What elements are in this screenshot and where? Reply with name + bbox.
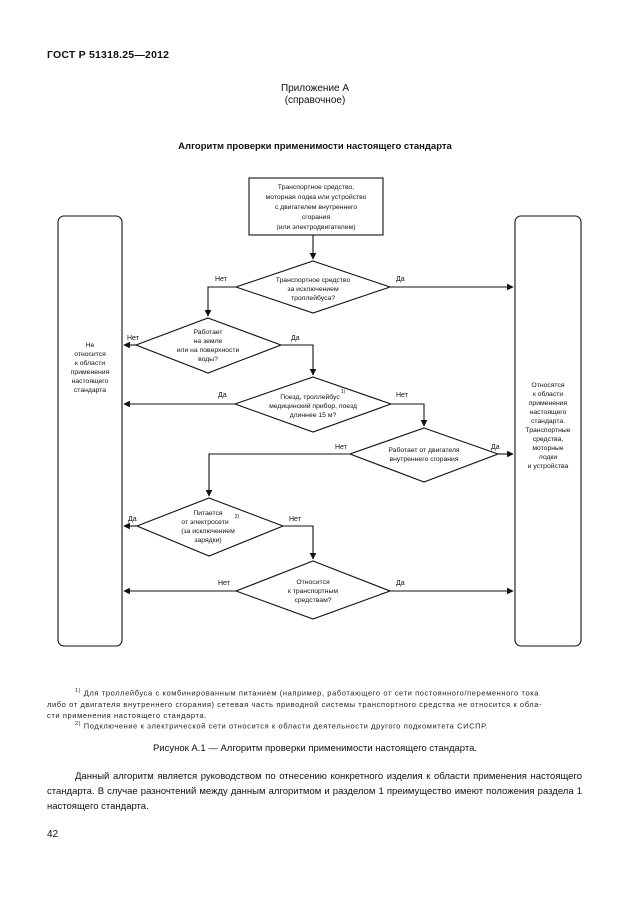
algorithm-title: Алгоритм проверки применимости настоящег… bbox=[178, 141, 452, 152]
start-line-4: сгорания bbox=[302, 214, 331, 221]
d3-line-3: длиннее 15 м? bbox=[290, 412, 337, 419]
start-line-1: Транспортное средство, bbox=[278, 184, 354, 191]
d3-no-label: Нет bbox=[396, 392, 409, 399]
decision-4 bbox=[348, 427, 500, 483]
footnote-1-mark: 1) bbox=[75, 688, 82, 694]
d2-line-4: воды? bbox=[198, 356, 218, 363]
flowchart: Транспортное средство, моторная лодка ил… bbox=[57, 177, 582, 647]
footnote-2-line-1: Подключение к электрической сети относит… bbox=[83, 721, 489, 731]
footnote-1-line-3: сти применения настоящего стандарта. bbox=[47, 710, 207, 720]
d5-yes-label: Да bbox=[128, 516, 137, 523]
d3-line-2: медицинский прибор, поезд bbox=[269, 402, 357, 410]
left-line-2: относится bbox=[74, 351, 106, 358]
decision-2 bbox=[134, 317, 283, 374]
d2-no-label: Нет bbox=[127, 335, 140, 342]
d2-line-1: Работает bbox=[193, 328, 222, 336]
left-line-5: настоящего bbox=[72, 378, 109, 385]
d4-no-label: Нет bbox=[335, 444, 348, 451]
right-line-7: средства, bbox=[533, 436, 564, 443]
left-result-box bbox=[57, 215, 123, 647]
appendix-subtitle: (справочное) bbox=[284, 95, 346, 106]
start-box bbox=[248, 177, 384, 236]
d2-yes-label: Да bbox=[291, 335, 300, 342]
d5-no-label: Нет bbox=[289, 516, 302, 523]
decision-3 bbox=[233, 376, 393, 433]
d4-line-1: Работает от двигателя bbox=[388, 446, 460, 454]
d6-line-2: к транспортным bbox=[288, 588, 339, 595]
d1-yes-label: Да bbox=[396, 276, 405, 283]
d4-yes-label: Да bbox=[491, 444, 500, 451]
d4-line-2: внутреннего сгорания bbox=[389, 456, 458, 463]
start-line-3: с двигателем внутреннего bbox=[275, 204, 358, 211]
right-line-6: Транспортные bbox=[525, 427, 570, 434]
body-paragraph: Данный алгоритм является руководством по… bbox=[47, 769, 582, 814]
decision-5 bbox=[135, 497, 285, 557]
d6-line-3: средствам? bbox=[294, 597, 331, 604]
d2-line-2: на земле bbox=[194, 338, 223, 345]
start-line-5: (или электродвигателем) bbox=[277, 224, 356, 231]
d1-line-1: Транспортное средство bbox=[276, 277, 351, 284]
document-number: ГОСТ Р 51318.25—2012 bbox=[47, 49, 170, 61]
d2-line-3: или на поверхности bbox=[177, 347, 240, 354]
d3-line-1: Поезд, троллейбус bbox=[280, 393, 340, 401]
footnote-1-line-1: Для троллейбуса с комбинированным питани… bbox=[83, 688, 540, 698]
right-line-4: настоящего bbox=[530, 409, 567, 416]
left-line-6: стандарта bbox=[74, 387, 106, 394]
right-line-3: применения bbox=[529, 400, 568, 407]
d3-yes-label: Да bbox=[218, 392, 227, 399]
d5-line-2: от электросети bbox=[181, 519, 228, 526]
d5-line-4: зарядки) bbox=[194, 537, 221, 544]
d6-yes-label: Да bbox=[396, 580, 405, 587]
figure-caption: Рисунок А.1 — Алгоритм проверки применим… bbox=[152, 743, 478, 754]
decision-6 bbox=[234, 560, 392, 620]
right-line-10: и устройства bbox=[528, 462, 569, 470]
right-result-box bbox=[514, 215, 582, 647]
d5-line-3: (за исключением bbox=[181, 528, 235, 535]
footnote-2-mark: 2) bbox=[75, 721, 82, 727]
d3-footnote-mark: 1) bbox=[341, 389, 346, 395]
d5-line-1: Питается bbox=[193, 510, 222, 517]
d6-line-1: Относится bbox=[296, 579, 330, 586]
left-line-1: Не bbox=[86, 342, 95, 349]
right-line-9: лодки bbox=[539, 454, 558, 461]
d6-no-label: Нет bbox=[218, 580, 231, 587]
d1-line-3: троллейбуса? bbox=[291, 294, 335, 302]
d1-line-2: за исключением bbox=[287, 286, 339, 293]
body-paragraph-text: Данный алгоритм является руководством по… bbox=[47, 771, 582, 812]
start-line-2: моторная лодка или устройство bbox=[266, 193, 367, 201]
right-line-2: к области bbox=[533, 390, 563, 398]
page-number: 42 bbox=[47, 829, 59, 840]
footnote-1: 1) Для троллейбуса с комбинированным пит… bbox=[47, 686, 583, 721]
right-line-1: Относятся bbox=[531, 382, 564, 389]
left-line-4: применения bbox=[71, 369, 110, 376]
right-line-8: моторные bbox=[532, 445, 564, 452]
appendix-title: Приложение А bbox=[280, 83, 350, 94]
decision-1 bbox=[234, 260, 392, 314]
footnote-1-line-2: либо от двигателя внутреннего сгорания) … bbox=[47, 699, 543, 709]
d1-no-label: Нет bbox=[215, 276, 228, 283]
right-line-5: стандарта. bbox=[531, 418, 565, 425]
footnote-2: 2) Подключение к электрической сети отно… bbox=[47, 719, 583, 732]
d5-footnote-mark: 2) bbox=[235, 514, 240, 520]
left-line-3: к области bbox=[75, 359, 105, 367]
